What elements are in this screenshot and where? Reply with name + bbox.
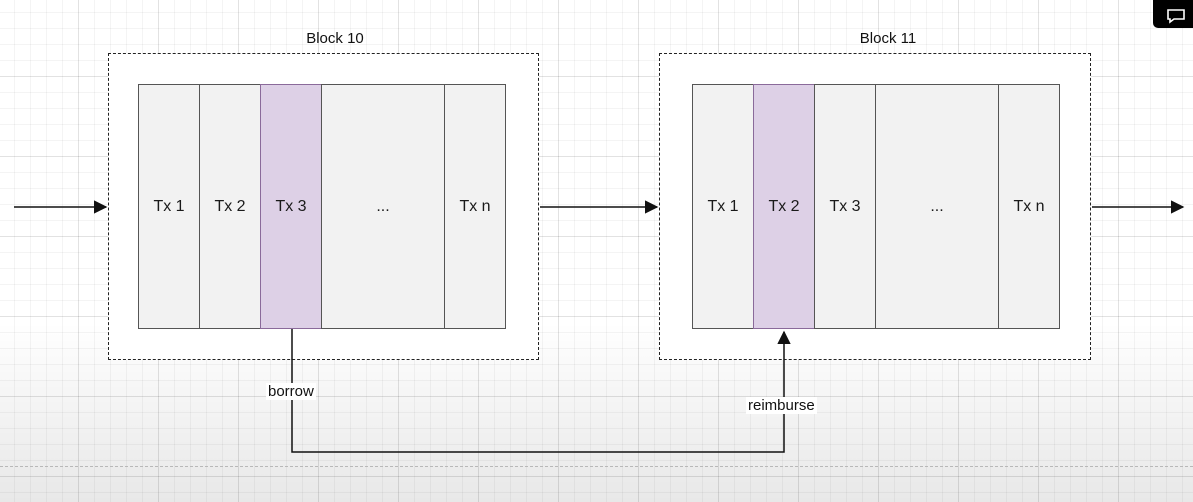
block-10-tx-2: Tx 2 (199, 84, 261, 329)
block-10-tx-n: Tx n (444, 84, 506, 329)
block-11-tx-3: Tx 3 (814, 84, 876, 329)
block-11-tx-1: Tx 1 (692, 84, 754, 329)
comment-button[interactable] (1153, 0, 1193, 28)
comment-icon (1167, 9, 1185, 24)
borrow-label: borrow (266, 383, 316, 400)
block-10-title: Block 10 (306, 30, 364, 47)
block-10: Tx 1 Tx 2 Tx 3 ... Tx n (108, 53, 539, 360)
block-11-title: Block 11 (859, 30, 917, 47)
block-10-tx-ellipsis: ... (321, 84, 445, 329)
block-11-tx-n: Tx n (998, 84, 1060, 329)
block-11-tx-ellipsis: ... (875, 84, 999, 329)
block-10-tx-3-highlighted: Tx 3 (260, 84, 322, 329)
canvas-divider (0, 466, 1193, 467)
block-11: Tx 1 Tx 2 Tx 3 ... Tx n (659, 53, 1091, 360)
block-11-tx-2-highlighted: Tx 2 (753, 84, 815, 329)
reimburse-label: reimburse (746, 397, 817, 414)
block-11-transactions: Tx 1 Tx 2 Tx 3 ... Tx n (692, 84, 1060, 329)
block-10-transactions: Tx 1 Tx 2 Tx 3 ... Tx n (138, 84, 506, 329)
block-10-tx-1: Tx 1 (138, 84, 200, 329)
